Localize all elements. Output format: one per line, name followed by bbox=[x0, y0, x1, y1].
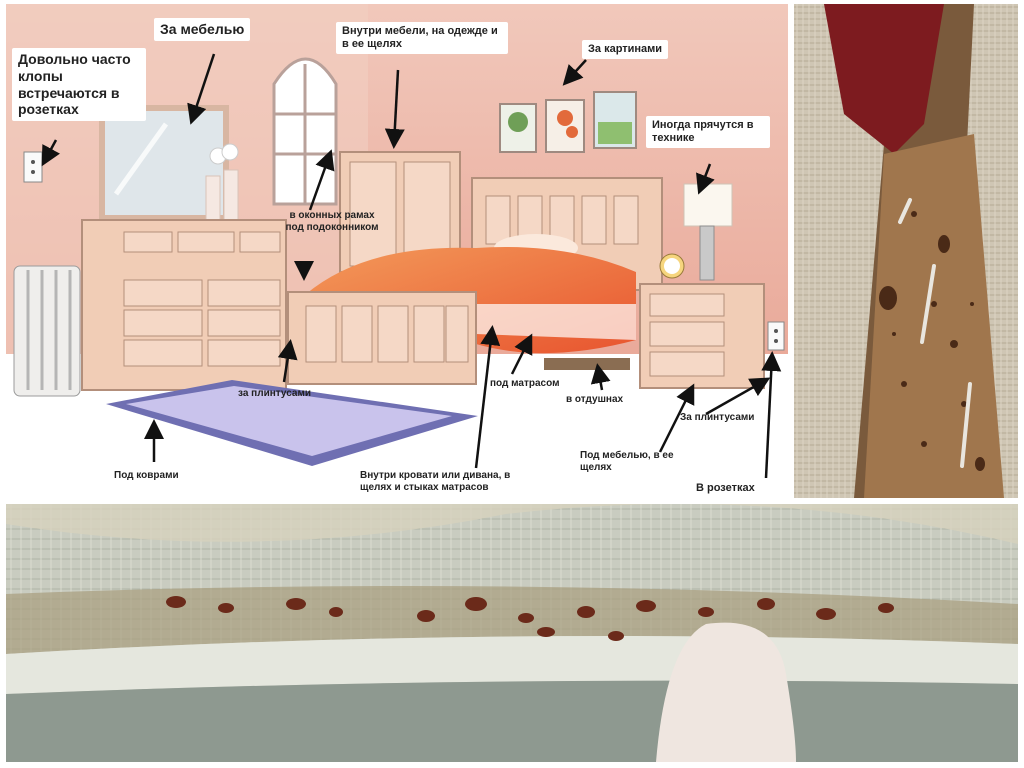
label-inside-furniture: Внутри мебели, на одежде и в ее щелях bbox=[336, 22, 508, 55]
label-under-mattress: под матрасом bbox=[490, 378, 560, 389]
label-baseboards-right: За плинтусами bbox=[680, 412, 755, 423]
label-in-appliances: Иногда прячутся в технике bbox=[646, 116, 770, 149]
photo-upholstery-drawing bbox=[794, 4, 1018, 498]
gloved-finger bbox=[656, 622, 796, 762]
label-inside-bed: Внутри кровати или дивана, в щелях и сты… bbox=[360, 470, 511, 493]
nightstand bbox=[639, 283, 765, 389]
photo-upholstery-bugs bbox=[794, 4, 1018, 498]
arrow-icon bbox=[41, 53, 782, 479]
radiator-icon bbox=[13, 265, 81, 397]
dresser bbox=[81, 219, 287, 391]
label-behind-pictures: За картинами bbox=[582, 40, 669, 60]
window bbox=[272, 57, 338, 206]
label-baseboards-left: за плинтусами bbox=[238, 388, 312, 399]
socket-icon bbox=[767, 321, 785, 351]
label-window-frames: в оконных рамах под подоконником bbox=[285, 210, 379, 233]
label-under-rugs: Под коврами bbox=[114, 470, 179, 481]
bed bbox=[287, 177, 663, 385]
label-sockets-often: Довольно часто клопы встречаются в розет… bbox=[12, 48, 146, 122]
label-under-furniture: Под мебелью, в ее щелях bbox=[580, 450, 674, 473]
vent bbox=[544, 358, 630, 370]
photo-mattress-seam-bugs bbox=[6, 504, 1018, 762]
bedroom-illustration: Довольно часто клопы встречаются в розет… bbox=[6, 4, 788, 498]
label-behind-furniture: За мебелью bbox=[154, 18, 251, 41]
bedroom-drawing bbox=[6, 4, 788, 498]
label-in-vents: в отдушнах bbox=[566, 394, 624, 405]
socket-icon bbox=[23, 151, 43, 183]
photo-mattress-drawing bbox=[6, 504, 1018, 762]
label-in-sockets: В розетках bbox=[696, 482, 755, 494]
